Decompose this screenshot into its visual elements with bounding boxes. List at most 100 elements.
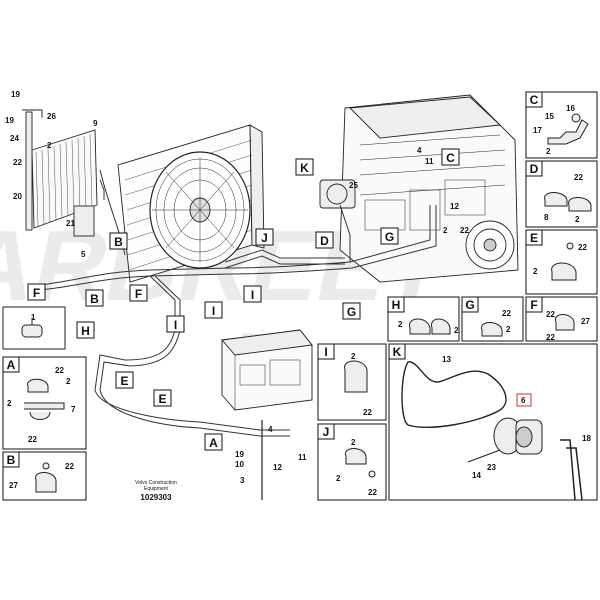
callout: 22 <box>363 408 372 417</box>
tag-b: B <box>114 235 123 249</box>
tag-e: E <box>120 374 128 388</box>
callout: 15 <box>545 112 554 121</box>
callout: 2 <box>454 326 459 335</box>
detail-box-g: G 22 2 <box>461 296 524 342</box>
callout-12: 12 <box>450 202 459 211</box>
callout-4: 4 <box>417 146 422 155</box>
callout-1: 1 <box>31 313 36 322</box>
callout-10: 10 <box>235 460 244 469</box>
callout: 22 <box>546 333 555 342</box>
detail-box-i: I 2 22 <box>317 343 387 421</box>
callout: 8 <box>544 213 549 222</box>
callout-22: 22 <box>13 158 22 167</box>
company-name: Volvo Construction <box>135 480 177 486</box>
callout: 7 <box>71 405 76 414</box>
detail-box-c: C 16 15 17 2 <box>525 91 598 159</box>
callout-21: 21 <box>66 219 75 228</box>
ac-pipes <box>39 169 437 437</box>
radiator-fan <box>117 124 265 283</box>
tag-c: C <box>446 151 455 165</box>
callout: 2 <box>506 325 511 334</box>
callout-24: 24 <box>10 134 19 143</box>
detail-box-j: J 2 2 22 <box>317 423 387 501</box>
callout-4: 4 <box>268 425 273 434</box>
callout: 18 <box>582 434 591 443</box>
letter-tags <box>27 148 460 451</box>
callout-19: 19 <box>11 90 20 99</box>
callout: 22 <box>368 488 377 497</box>
document-stamp: Volvo Construction Equipment 1029303 <box>135 480 177 502</box>
detail-title: H <box>392 298 401 312</box>
callout-25: 25 <box>349 181 358 190</box>
condenser <box>22 109 105 237</box>
detail-box-a: A 22 2 2 7 22 <box>2 356 87 450</box>
callout-19: 19 <box>235 450 244 459</box>
callout-22: 22 <box>460 226 469 235</box>
tag-b: B <box>90 292 99 306</box>
callout-12: 12 <box>273 463 282 472</box>
callout-3: 3 <box>240 476 245 485</box>
tag-i: I <box>174 318 177 332</box>
tag-f: F <box>135 287 142 301</box>
callout-11: 11 <box>425 157 434 166</box>
detail-title: J <box>323 425 330 439</box>
detail-title: B <box>7 453 16 467</box>
callout-26: 26 <box>47 112 56 121</box>
callout: 13 <box>442 355 451 364</box>
callout: 2 <box>546 147 551 156</box>
callout: 6 <box>521 396 526 405</box>
detail-title: I <box>324 345 327 359</box>
callout: 22 <box>546 310 555 319</box>
tag-i: I <box>251 288 254 302</box>
tag-i: I <box>212 304 215 318</box>
letter-tag-texts: B B F F H E E I I I J D G G K C A <box>33 151 455 450</box>
tag-h: H <box>81 324 90 338</box>
detail-box-e: E 22 2 <box>525 229 598 295</box>
callout-5: 5 <box>81 250 86 259</box>
callout: 2 <box>351 438 356 447</box>
tag-k: K <box>300 161 309 175</box>
part-1-detail <box>2 306 66 350</box>
document-number: 1029303 <box>140 493 172 502</box>
callout: 2 <box>533 267 538 276</box>
detail-box-h: H 2 2 <box>387 296 460 342</box>
compressor-box <box>221 329 313 500</box>
callout: 22 <box>28 435 37 444</box>
tag-g: G <box>385 230 394 244</box>
callout: 14 <box>472 471 481 480</box>
callout: 16 <box>566 104 575 113</box>
callout-11: 11 <box>298 453 307 462</box>
callout: 22 <box>55 366 64 375</box>
callout: 2 <box>351 352 356 361</box>
callout-2: 2 <box>443 226 448 235</box>
callout: 2 <box>575 215 580 224</box>
tag-g: G <box>347 305 356 319</box>
callout: 2 <box>336 474 341 483</box>
detail-box-d: D 22 8 2 <box>525 160 598 228</box>
detail-title: F <box>530 298 537 312</box>
tag-j: J <box>261 231 268 245</box>
detail-title: K <box>393 345 402 359</box>
detail-box-f: F 22 27 22 <box>525 296 598 342</box>
tag-d: D <box>320 234 329 248</box>
callout-2: 2 <box>47 141 52 150</box>
callout: 23 <box>487 463 496 472</box>
detail-title: G <box>465 298 474 312</box>
callout: 22 <box>574 173 583 182</box>
detail-title: E <box>530 231 538 245</box>
callout-9: 9 <box>93 119 98 128</box>
callouts: 19 26 19 24 2 22 9 20 21 5 25 4 11 12 2 … <box>5 90 469 485</box>
callout: 22 <box>578 243 587 252</box>
detail-box-k: K 13 6 18 14 23 <box>388 343 598 501</box>
callout-20: 20 <box>13 192 22 201</box>
callout: 2 <box>7 399 12 408</box>
tag-f: F <box>33 286 40 300</box>
callout: 27 <box>9 481 18 490</box>
callout: 17 <box>533 126 542 135</box>
callout: 22 <box>65 462 74 471</box>
callout-19: 19 <box>5 116 14 125</box>
detail-title: A <box>7 358 16 372</box>
callout: 22 <box>502 309 511 318</box>
